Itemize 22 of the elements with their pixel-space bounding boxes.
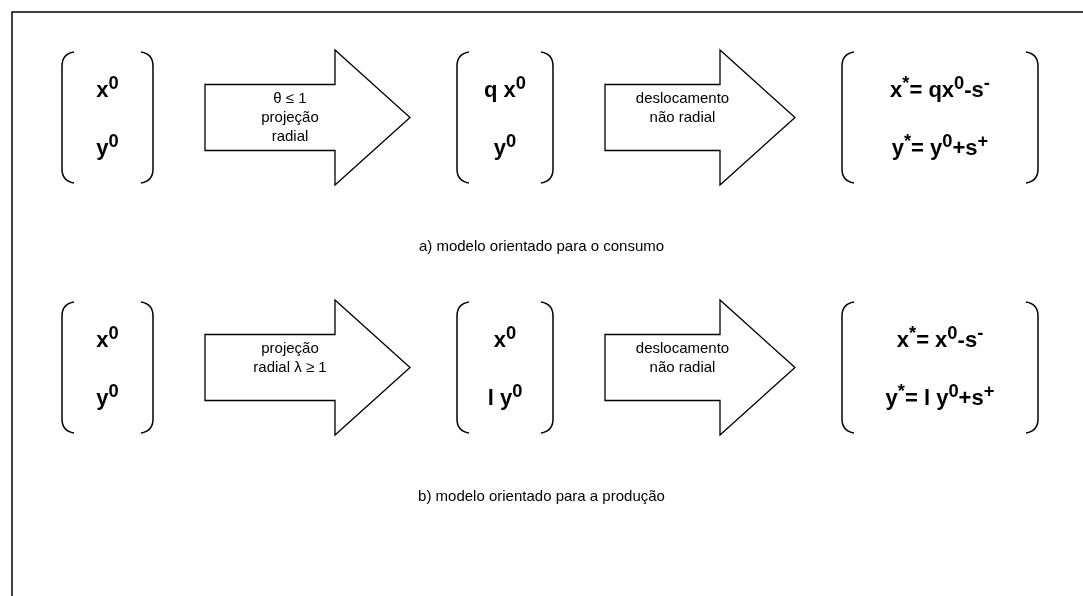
- block-arrow: [604, 48, 796, 187]
- math-expression: y$^{*}$= l y$^{0}$+s$^{+}$: [884, 380, 996, 412]
- math-expression: x$^{0}$: [492, 322, 518, 354]
- math-expression: y$^{*}$= y$^{0}$+s$^{+}$: [890, 130, 990, 162]
- math-expression: y$^{0}$: [492, 130, 518, 162]
- caption-text: b) modelo orientado para a produção: [418, 487, 665, 504]
- edge-label: deslocamento não radial: [634, 87, 731, 126]
- math-expression: x$^{0}$: [95, 322, 120, 354]
- math-expression: x$^{0}$: [95, 72, 120, 104]
- block-arrow: [204, 298, 411, 437]
- math-expression: x$^{*}$= x$^{0}$-s$^{-}$: [895, 322, 985, 354]
- math-expression: x$^{*}$= qx$^{0}$-s$^{-}$: [889, 72, 991, 104]
- math-expression: q x$^{0}$: [483, 72, 527, 104]
- block-arrow: [204, 48, 411, 187]
- edge-label: projeção radial λ ≥ 1: [252, 337, 328, 376]
- math-expression: l y$^{0}$: [486, 380, 524, 412]
- edge-label: θ ≤ 1 projeção radial: [260, 87, 320, 145]
- caption-text: a) modelo orientado para o consumo: [418, 237, 665, 254]
- edge-label: deslocamento não radial: [634, 337, 731, 376]
- math-expression: y$^{0}$: [95, 380, 120, 412]
- math-expression: y$^{0}$: [95, 130, 120, 162]
- block-arrow: [604, 298, 796, 437]
